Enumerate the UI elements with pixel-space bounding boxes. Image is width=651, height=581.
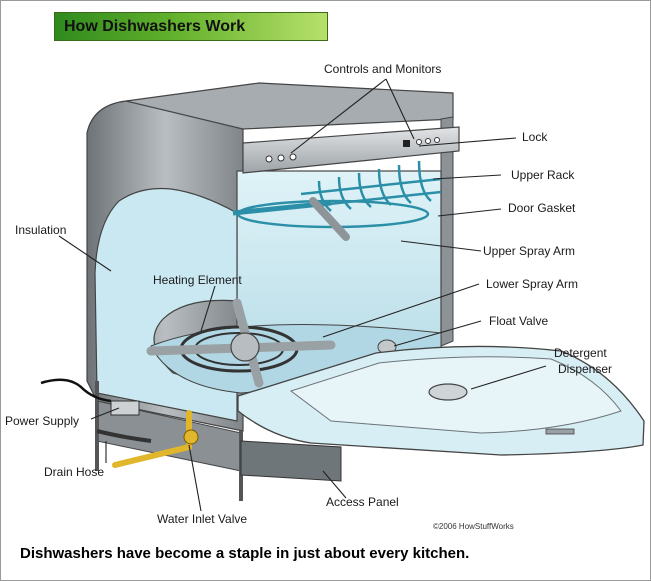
power-cable xyxy=(40,378,112,403)
copyright: ©2006 HowStuffWorks xyxy=(433,522,514,531)
label-lock: Lock xyxy=(522,130,548,144)
label-door-gasket: Door Gasket xyxy=(508,201,576,215)
insulation-cutaway xyxy=(94,187,238,422)
upper-spray-blade xyxy=(309,197,350,241)
label-upper-rack: Upper Rack xyxy=(511,168,575,182)
label-water-inlet-valve: Water Inlet Valve xyxy=(157,512,247,526)
title-banner: How Dishwashers Work xyxy=(54,12,328,41)
label-drain-hose: Drain Hose xyxy=(44,465,104,479)
control-button xyxy=(434,137,440,143)
label-power-supply: Power Supply xyxy=(5,414,79,428)
control-button xyxy=(416,139,422,145)
label-dispenser: Dispenser xyxy=(558,362,612,376)
label-float-valve: Float Valve xyxy=(489,314,548,328)
control-panel xyxy=(242,126,460,174)
power-junction-box xyxy=(110,400,140,416)
cabinet-top xyxy=(125,82,454,130)
lock-switch xyxy=(403,140,410,147)
leader-lines xyxy=(58,78,547,512)
access-panel xyxy=(240,440,342,482)
control-button xyxy=(277,154,285,162)
drain-hose-tube xyxy=(96,429,152,443)
control-button xyxy=(425,138,431,144)
door-latch xyxy=(545,428,575,435)
control-button xyxy=(289,153,297,161)
label-heating-element: Heating Element xyxy=(153,273,242,287)
diagram-title: How Dishwashers Work xyxy=(64,18,246,35)
detergent-dispenser xyxy=(428,383,468,401)
label-insulation: Insulation xyxy=(15,223,66,237)
label-detergent: Detergent xyxy=(554,346,607,360)
label-access-panel: Access Panel xyxy=(326,495,399,509)
label-upper-spray-arm: Upper Spray Arm xyxy=(483,244,575,258)
label-lower-spray-arm: Lower Spray Arm xyxy=(486,277,578,291)
caption: Dishwashers have become a staple in just… xyxy=(20,545,470,562)
label-controls-and-monitors: Controls and Monitors xyxy=(324,62,441,76)
control-button xyxy=(265,155,273,163)
